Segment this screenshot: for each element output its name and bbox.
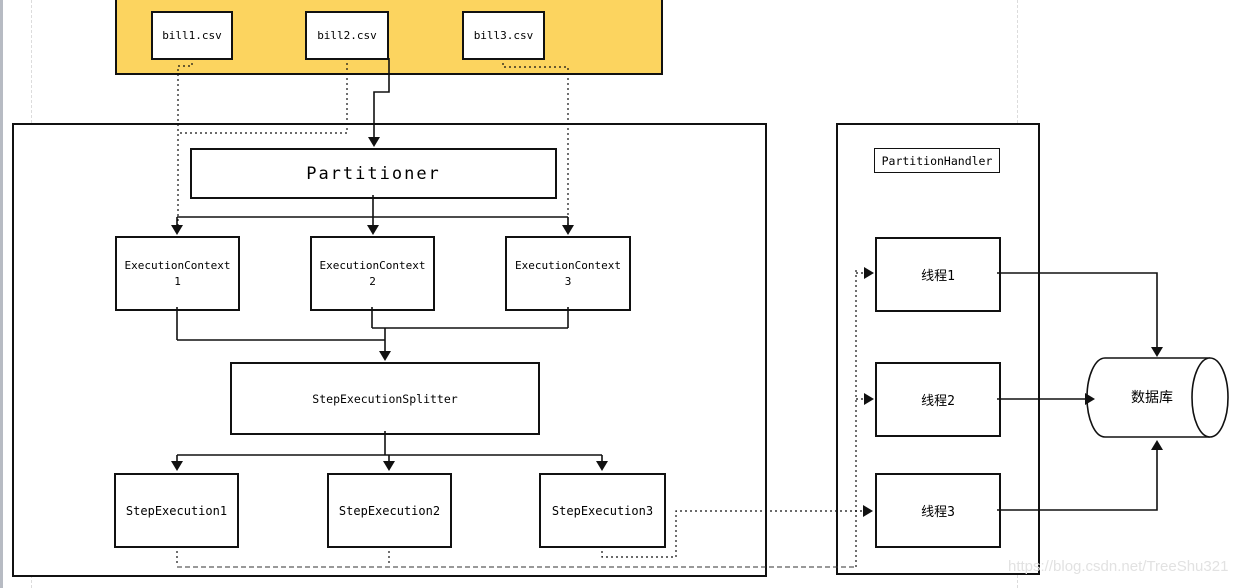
partitioner-box: Partitioner xyxy=(190,148,557,199)
partition-handler-title: PartitionHandler xyxy=(881,153,993,168)
step-execution-3-label: StepExecution3 xyxy=(551,503,654,518)
execution-context-1-box: ExecutionContext 1 xyxy=(115,236,240,311)
arrow-into-db-left xyxy=(1085,393,1095,405)
thread-2-box: 线程2 xyxy=(875,362,1001,437)
execution-context-3-num: 3 xyxy=(564,274,572,288)
thread-1-label: 线程1 xyxy=(921,269,955,284)
execution-context-1-name: ExecutionContext xyxy=(124,258,231,272)
arrow-into-db-top xyxy=(1151,347,1163,357)
step-execution-3-box: StepExecution3 xyxy=(539,473,666,548)
thread-3-label: 线程3 xyxy=(921,505,955,520)
thread-2-label: 线程2 xyxy=(921,394,955,409)
arrow-into-db-bottom xyxy=(1151,440,1163,450)
bill1-csv-box: bill1.csv xyxy=(151,11,233,60)
step-execution-1-box: StepExecution1 xyxy=(114,473,239,548)
execution-context-2-name: ExecutionContext xyxy=(319,258,426,272)
window-edge-strip xyxy=(0,0,3,588)
step-execution-splitter-label: StepExecutionSplitter xyxy=(312,391,458,406)
bill1-csv-label: bill1.csv xyxy=(162,29,222,42)
execution-context-1-num: 1 xyxy=(174,274,181,288)
execution-context-3-box: ExecutionContext 3 xyxy=(505,236,631,311)
execution-context-3-name: ExecutionContext xyxy=(515,258,621,272)
bill3-csv-label: bill3.csv xyxy=(473,29,534,42)
thread-3-box: 线程3 xyxy=(875,473,1001,548)
step-execution-2-label: StepExecution2 xyxy=(338,503,441,518)
bill2-csv-box: bill2.csv xyxy=(305,11,389,60)
step-execution-1-label: StepExecution1 xyxy=(125,503,228,518)
bill3-csv-box: bill3.csv xyxy=(462,11,545,60)
watermark: https://blog.csdn.net/TreeShu321 xyxy=(1008,558,1229,575)
thread-1-box: 线程1 xyxy=(875,237,1001,312)
database-label: 数据库 xyxy=(1131,390,1173,406)
step-execution-splitter-box: StepExecutionSplitter xyxy=(230,362,540,435)
step-execution-2-box: StepExecution2 xyxy=(327,473,452,548)
bill2-csv-label: bill2.csv xyxy=(317,29,377,42)
execution-context-2-box: ExecutionContext 2 xyxy=(310,236,435,311)
execution-context-2-num: 2 xyxy=(369,274,376,288)
partition-handler-title-box: PartitionHandler xyxy=(874,148,1000,173)
partitioner-label: Partitioner xyxy=(306,163,441,184)
